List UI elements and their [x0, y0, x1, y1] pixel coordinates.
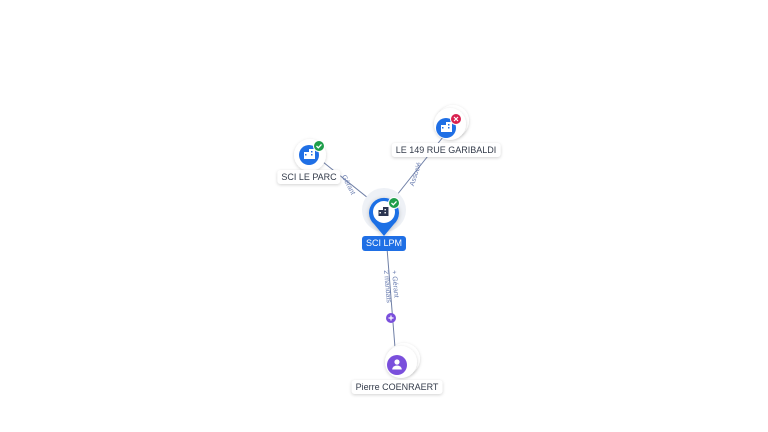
node-label-le-149-rue-garibaldi[interactable]: LE 149 RUE GARIBALDI: [391, 143, 501, 157]
node-le-149-rue-garibaldi[interactable]: [434, 105, 469, 140]
node-sci-le-parc[interactable]: [294, 139, 326, 171]
person-icon: [392, 359, 402, 370]
building-icon: [441, 122, 452, 132]
node-pierre-coenraert[interactable]: [385, 343, 420, 378]
check-badge-icon: [313, 140, 325, 152]
x-badge-icon: [450, 113, 462, 125]
building-icon: [304, 149, 315, 159]
edge-main-person: [386, 247, 397, 361]
plus-circle-icon[interactable]: [386, 313, 396, 323]
node-label-pierre-coenraert[interactable]: Pierre COENRAERT: [351, 380, 443, 394]
node-label-sci-le-parc[interactable]: SCI LE PARC: [277, 170, 341, 184]
node-label-sci-lpm[interactable]: SCI LPM: [361, 236, 407, 251]
node-sci-lpm[interactable]: [362, 188, 406, 236]
building-icon: [378, 207, 389, 216]
check-badge-icon: [388, 197, 400, 209]
